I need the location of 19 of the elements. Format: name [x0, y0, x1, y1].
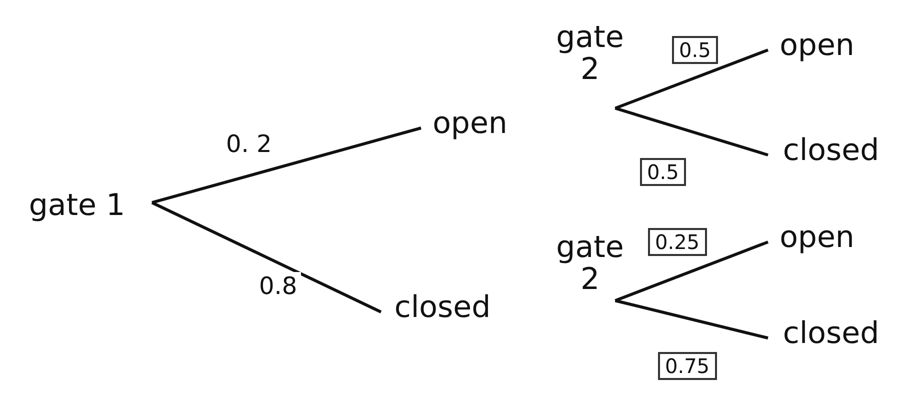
branch-line — [614, 48, 769, 110]
node-label: gate 2 — [556, 230, 624, 296]
branch-line — [614, 106, 768, 156]
node-label: open — [780, 220, 854, 255]
branch-line — [614, 240, 769, 302]
probability-box: 0.5 — [640, 158, 686, 186]
branch-line — [151, 201, 382, 314]
branch-line — [614, 299, 768, 340]
probability-box: 0.75 — [658, 352, 717, 380]
probability-box: 0.25 — [648, 228, 707, 256]
node-label: gate 1 — [28, 188, 126, 223]
probability-box: 0.5 — [672, 36, 718, 64]
node-label: closed — [394, 290, 491, 325]
branch-line — [152, 126, 422, 204]
node-label: gate 2 — [556, 20, 624, 86]
node-label: open — [432, 106, 508, 141]
node-label: closed — [782, 316, 880, 351]
node-label: closed — [782, 133, 880, 168]
node-label: open — [780, 28, 854, 63]
